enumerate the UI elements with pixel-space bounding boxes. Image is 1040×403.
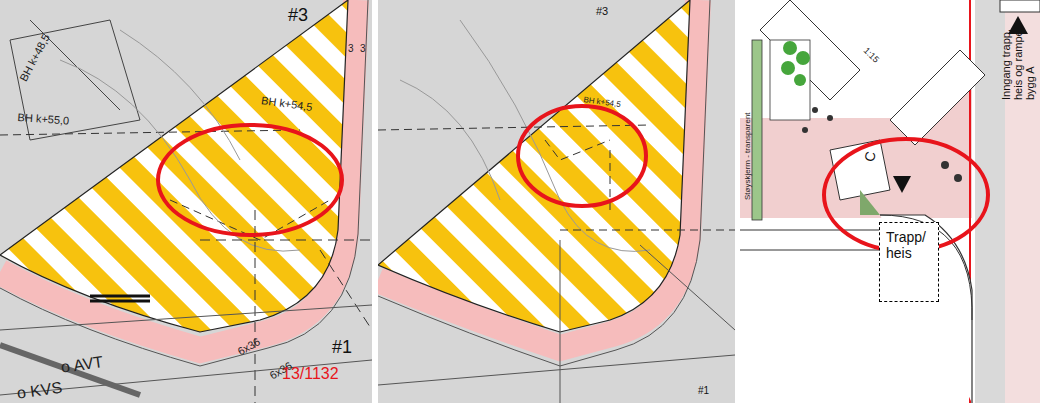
box-text: Trapp/ heis [886,229,932,261]
map-label: #3 [596,6,608,17]
panel-three [740,0,1040,403]
map-label: 3 [360,44,366,54]
map-label: Inngang trapp, heis og rampe bygg A [1000,14,1036,100]
map-label: Støyskjerm - transparent [744,112,752,200]
map-label: 3 [348,44,354,54]
map-label: #1 [332,338,352,356]
panel-one [0,0,372,403]
map-label: #1 [698,386,709,396]
stair-lift-box: Trapp/ heis [879,222,939,302]
map-label: 13/1132 [282,366,339,382]
panel-two [378,0,735,403]
map-label: #3 [288,6,308,24]
